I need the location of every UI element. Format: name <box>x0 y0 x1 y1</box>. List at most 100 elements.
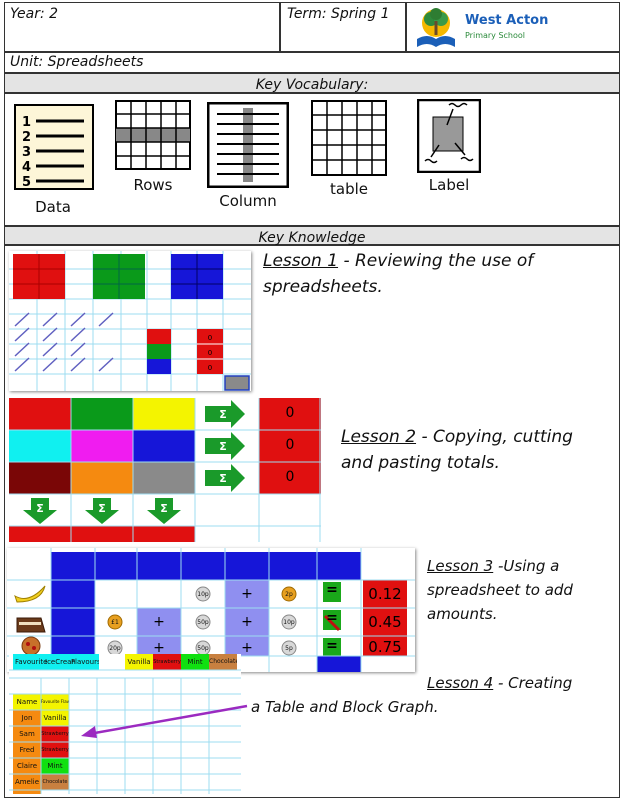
equals-1: = <box>326 582 338 598</box>
term-cell: Term: Spring 1 <box>280 2 406 52</box>
lesson4-desc2: a Table and Block Graph. <box>251 698 439 716</box>
svg-text:4: 4 <box>22 160 31 175</box>
lesson1-desc1: - Reviewing the use of <box>338 251 534 271</box>
unit-label: Unit: Spreadsheets <box>10 54 144 70</box>
lesson4-spreadsheet-image: Favourite IceCream Flavours Vanilla Stra… <box>9 654 241 794</box>
equals-2: = <box>326 610 338 626</box>
knowledge-heading: Key Knowledge <box>258 230 366 246</box>
lesson3-desc1: -Using a <box>493 557 560 575</box>
lesson3-desc2: spreadsheet to add <box>427 581 573 599</box>
plus-4: + <box>153 640 165 656</box>
plus-3: + <box>241 614 253 630</box>
svg-text:2: 2 <box>22 130 31 145</box>
svg-text:Σ: Σ <box>160 502 168 515</box>
svg-text:0: 0 <box>208 349 212 357</box>
lesson3-grid <box>7 548 415 672</box>
lesson4-title: Lesson 4 <box>427 674 494 692</box>
svg-text:Σ: Σ <box>219 472 227 485</box>
lesson3-desc3: amounts. <box>427 605 498 623</box>
lesson2-desc2: and pasting totals. <box>341 453 500 473</box>
l4-head-vanilla: Vanilla <box>127 658 151 666</box>
sigma-arrow-icons <box>23 400 245 524</box>
l4-flavour-5: Chocolate <box>42 779 68 785</box>
vocab-word-rows: Rows <box>133 176 173 194</box>
lesson4-desc1: - Creating <box>493 674 573 692</box>
lesson2-total-1: 0 <box>285 405 295 421</box>
coin-10p-a: 10p <box>197 591 209 598</box>
l4-head-icecream: IceCream <box>45 658 75 666</box>
l4-name-5: Amelie <box>14 778 40 786</box>
svg-text:Σ: Σ <box>219 440 227 453</box>
lesson2-total-2: 0 <box>285 437 295 453</box>
school-subtitle: Primary School <box>465 31 526 40</box>
l4-flavour-3: Strawberry <box>41 747 69 753</box>
lesson1-text: Lesson 1 - Reviewing the use of spreadsh… <box>263 248 533 300</box>
grid-rows-icon <box>115 100 191 170</box>
plus-5: + <box>241 640 253 656</box>
svg-text:0: 0 <box>208 334 212 342</box>
svg-text:0: 0 <box>208 364 212 372</box>
vocab-word-table: table <box>330 180 368 198</box>
lesson3-text: Lesson 3 -Using a spreadsheet to add amo… <box>427 554 573 626</box>
lesson4-text-line2: a Table and Block Graph. <box>251 695 439 719</box>
year-cell: Year: 2 <box>4 2 280 52</box>
coin-50p-b: 50p <box>197 645 209 652</box>
unit-row: Unit: Spreadsheets <box>4 52 620 73</box>
svg-text:Σ: Σ <box>36 502 44 515</box>
book-tree-logo-icon <box>417 8 455 47</box>
coin-50p-a: 50p <box>197 619 209 626</box>
l4-name-3: Fred <box>19 746 35 754</box>
lesson1-title: Lesson 1 <box>263 251 339 271</box>
coin-2p: 2p <box>285 591 293 598</box>
plus-2: + <box>153 614 165 630</box>
school-name: West Acton <box>465 13 549 28</box>
l4-head-strawberry: Strawberry <box>153 659 181 665</box>
coin-10p-b: 10p <box>283 619 295 626</box>
svg-text:5: 5 <box>22 175 31 190</box>
coin-1-pound: £1 <box>111 619 119 626</box>
coin-5p: 5p <box>285 645 293 652</box>
lesson3-total-3: 0.75 <box>368 638 402 656</box>
term-label: Term: Spring 1 <box>287 6 390 22</box>
lesson2-grid: Σ Σ Σ Σ Σ Σ <box>9 398 321 542</box>
lesson4-grid <box>9 654 241 794</box>
knowledge-section: 0 0 0 Lesson 1 - Reviewing the use of spre… <box>4 245 620 798</box>
lesson4-text: Lesson 4 - Creating <box>427 671 572 695</box>
vocab-word-column: Column <box>219 192 277 210</box>
equals-3: = <box>326 638 338 654</box>
lesson2-spreadsheet-image: Σ Σ Σ Σ Σ Σ 0 0 0 <box>9 398 321 542</box>
l4-head-mint: Mint <box>187 658 203 666</box>
svg-text:Σ: Σ <box>219 408 227 421</box>
lesson3-spreadsheet-image: 10p + 2p £1 + 50p + 10p 20p + 50p + 5p =… <box>7 548 415 672</box>
label-icon <box>417 99 481 173</box>
school-logo-cell: West Acton Primary School <box>406 2 620 52</box>
svg-text:Σ: Σ <box>98 502 106 515</box>
knowledge-heading-bar: Key Knowledge <box>4 226 620 246</box>
l4-head-flavours: Flavours <box>71 658 99 666</box>
banana-icon <box>14 585 46 603</box>
vocab-heading: Key Vocabulary: <box>255 77 369 93</box>
l4-head-favourite: Favourite <box>15 658 47 666</box>
lesson3-title: Lesson 3 <box>427 557 494 575</box>
l4-name-1: Jon <box>21 714 33 722</box>
lesson2-desc1: - Copying, cutting <box>416 427 573 447</box>
plus-1: + <box>241 586 253 602</box>
vocab-word-label: Label <box>428 176 470 194</box>
l4-head-chocolate: Chocolate <box>209 658 237 665</box>
year-label: Year: 2 <box>10 6 59 22</box>
lesson2-title: Lesson 2 <box>341 427 417 447</box>
l4-flavour-4: Mint <box>47 762 63 770</box>
lesson1-grid: 0 0 0 <box>9 251 251 391</box>
vocab-word-data: Data <box>35 198 71 216</box>
lesson1-spreadsheet-image: 0 0 0 <box>9 251 251 391</box>
lesson3-total-1: 0.12 <box>368 585 402 603</box>
l4-flavour-1: Vanilla <box>43 714 67 722</box>
pizza-icon <box>21 636 41 656</box>
svg-text:1: 1 <box>22 115 31 130</box>
lesson2-total-3: 0 <box>285 469 295 485</box>
vocab-heading-bar: Key Vocabulary: <box>4 73 620 93</box>
arrow-icon <box>81 704 248 738</box>
coin-20p: 20p <box>109 645 121 652</box>
